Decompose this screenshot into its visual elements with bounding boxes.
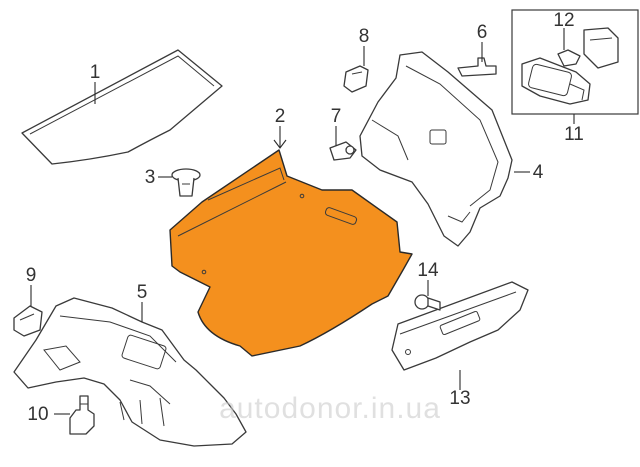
callout-5: 5 xyxy=(137,282,148,303)
leader-lines xyxy=(30,28,575,415)
callout-8: 8 xyxy=(359,26,370,47)
callout-1: 1 xyxy=(90,62,101,83)
part-9-cover xyxy=(13,305,43,337)
callout-labels: 1 2 3 4 5 6 7 8 9 10 11 12 13 14 xyxy=(26,10,584,425)
callout-6: 6 xyxy=(477,22,488,43)
part-14-fastener xyxy=(414,294,441,311)
part-3-clip xyxy=(171,168,201,197)
part-5-side-trim-left xyxy=(13,297,247,447)
inset-box-11 xyxy=(511,9,639,115)
part-10-hook xyxy=(69,395,95,435)
callout-10: 10 xyxy=(27,404,48,425)
part-7-clip xyxy=(329,141,357,161)
callout-9: 9 xyxy=(26,265,37,286)
callout-12: 12 xyxy=(553,10,574,31)
callout-14: 14 xyxy=(417,260,439,281)
callout-13: 13 xyxy=(449,388,470,409)
part-1-parcel-shelf xyxy=(21,49,223,165)
watermark: autodonor.in.ua xyxy=(219,392,441,425)
callout-11: 11 xyxy=(564,124,584,145)
callout-3: 3 xyxy=(145,167,156,188)
part-2-trunk-floor-board xyxy=(169,149,413,357)
callout-7: 7 xyxy=(331,106,342,127)
callout-2: 2 xyxy=(275,106,286,127)
callout-4: 4 xyxy=(533,162,544,183)
part-4-side-trim-right xyxy=(359,51,513,247)
part-13-sill-plate xyxy=(391,281,529,371)
part-8-cover xyxy=(343,65,369,93)
part-12-bulb xyxy=(557,49,581,67)
part-6-bracket xyxy=(457,57,497,77)
